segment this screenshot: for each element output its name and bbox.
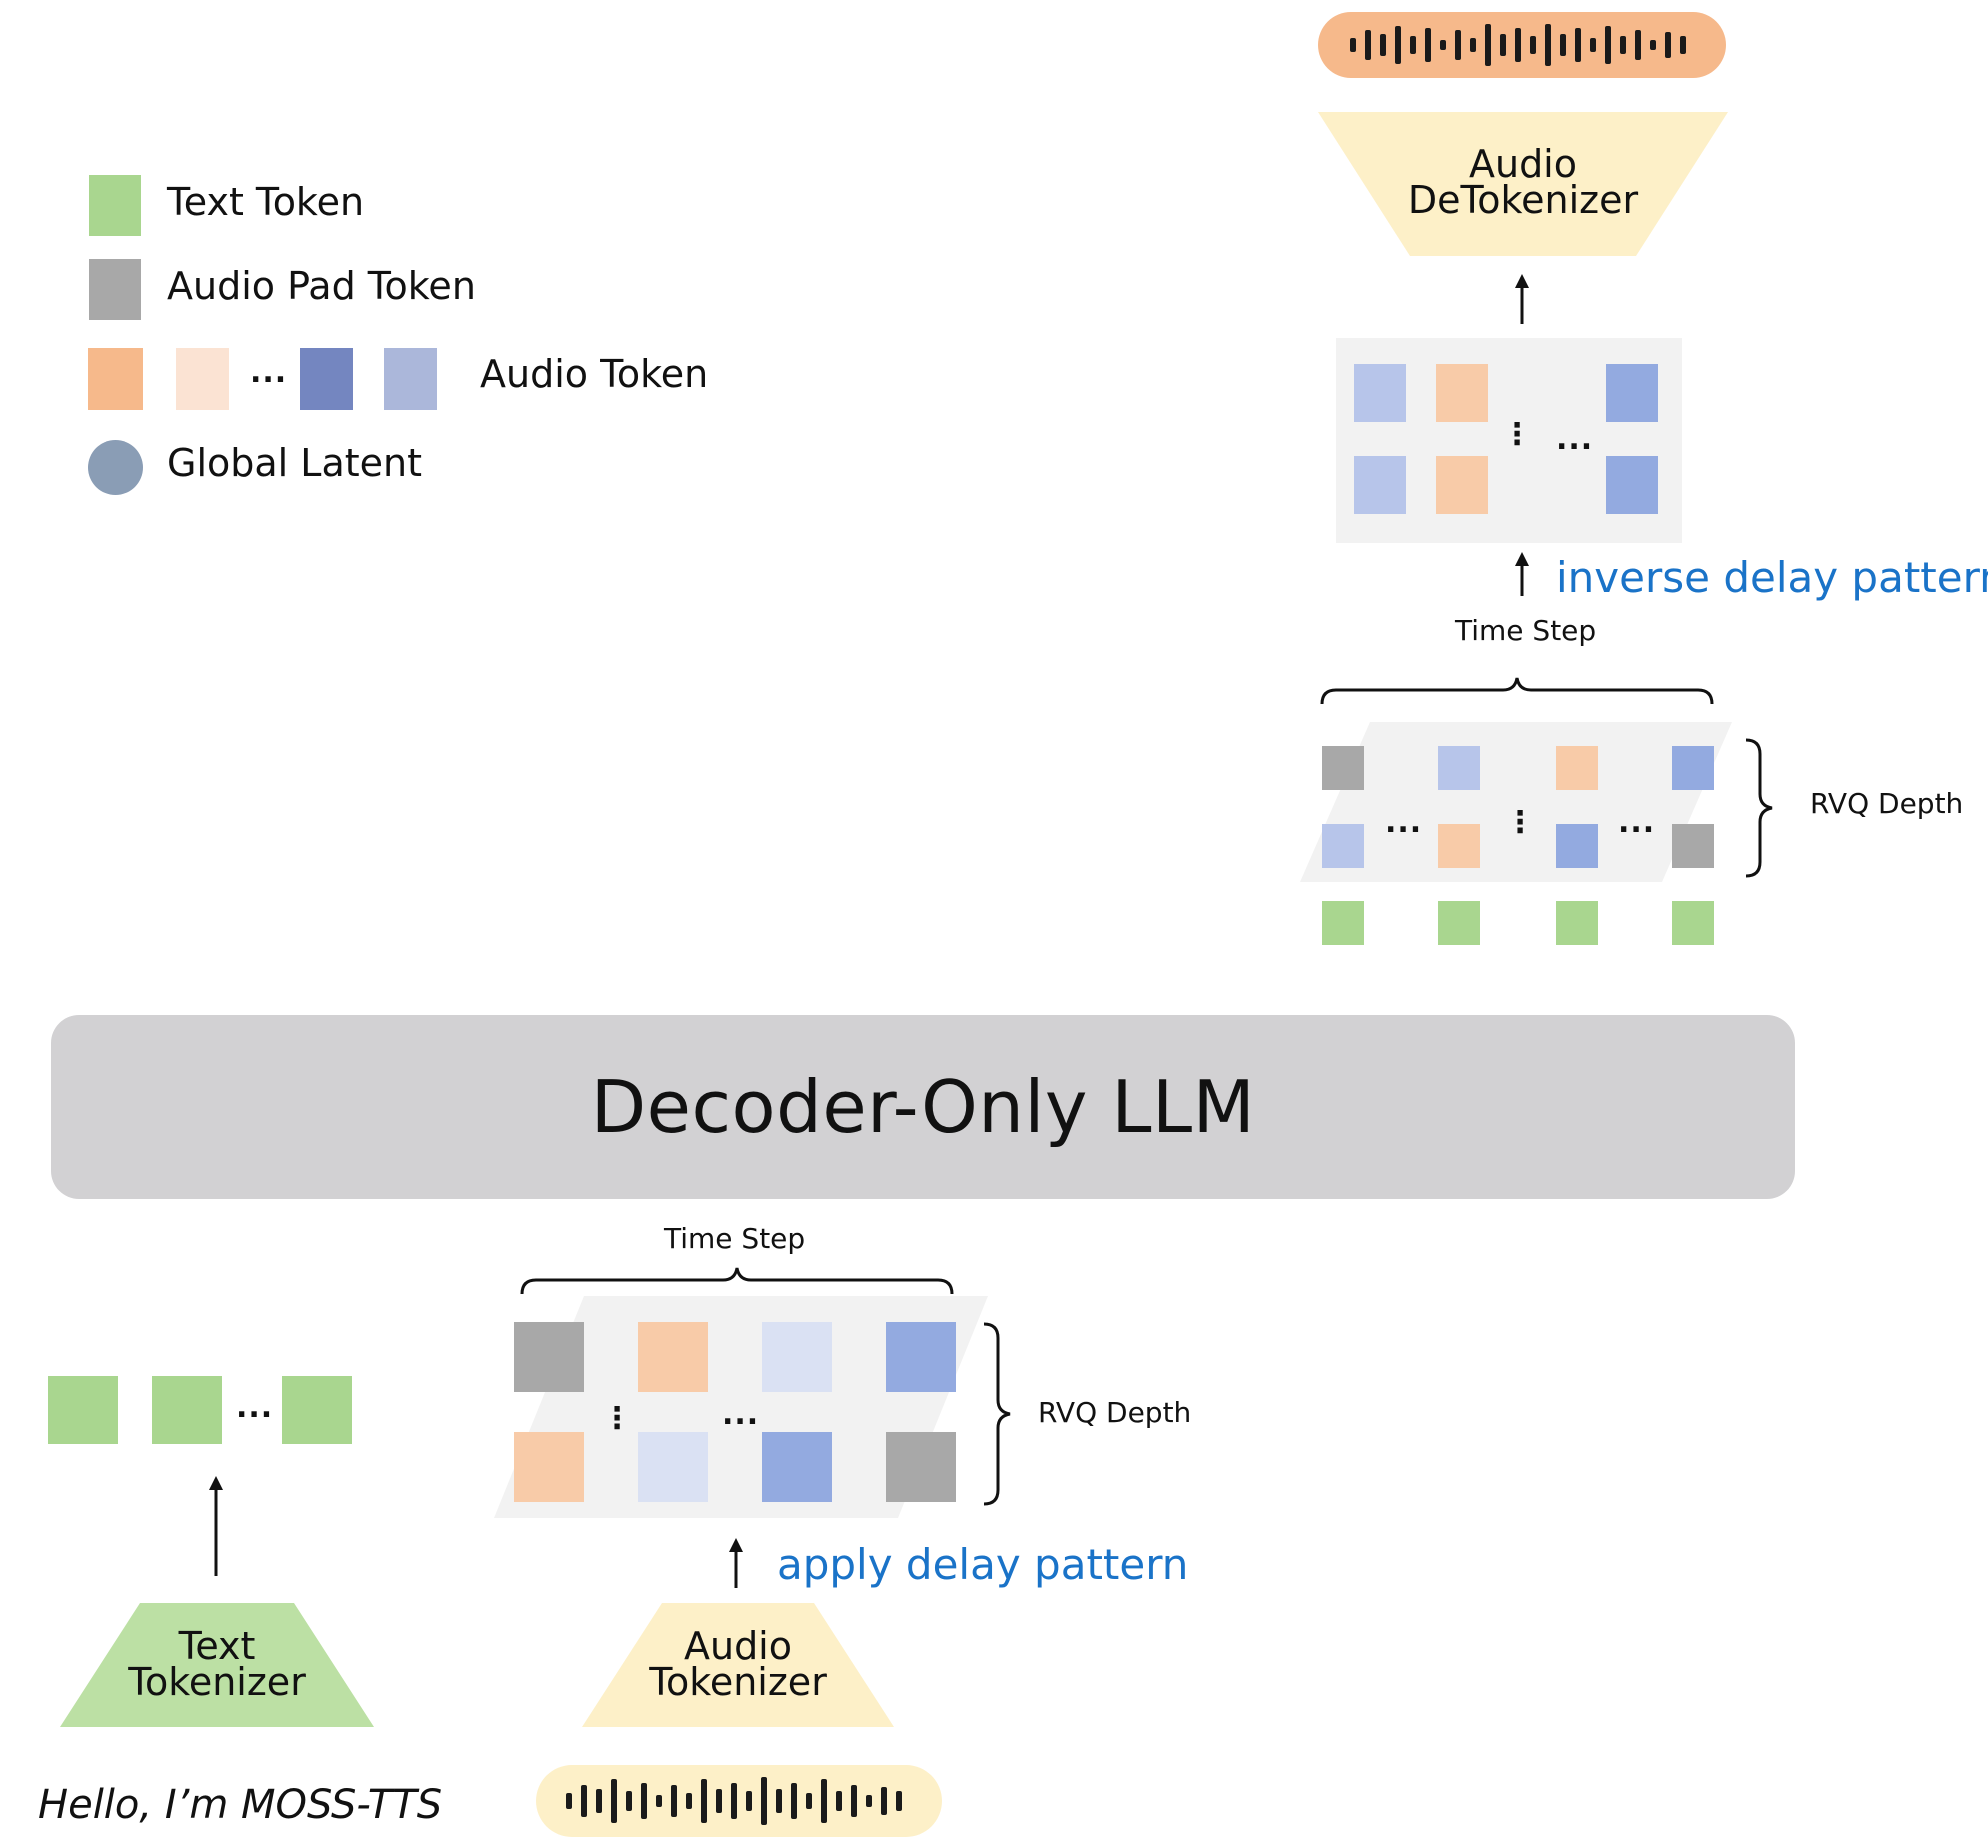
legend-audio-token-label: Audio Token — [480, 352, 709, 396]
bottom-delay-pad-8 — [886, 1432, 956, 1502]
input-text-hello: Hello, I’m MOSS-TTS — [38, 1782, 443, 1828]
legend-audio-swatch-orange — [88, 348, 143, 410]
top-delay-token-2 — [1438, 746, 1480, 790]
bottom-text-token-3 — [282, 1376, 352, 1444]
bottom-rvq-depth-brace — [983, 1322, 1011, 1506]
arrow-grid-to-detokenizer — [1515, 274, 1529, 324]
legend-global-latent-swatch — [88, 440, 143, 495]
text-tokenizer-label-1: Text — [178, 1624, 256, 1668]
legend-text-token-swatch — [89, 175, 141, 236]
arrow-text-tokenizer — [209, 1476, 223, 1576]
decoder-only-llm-block: Decoder-Only LLM — [51, 1015, 1795, 1199]
output-waveform-icon — [1350, 24, 1686, 66]
arrow-inverse-delay — [1515, 552, 1529, 596]
arrow-apply-delay — [729, 1538, 743, 1588]
bottom-delay-token-6 — [638, 1432, 708, 1502]
bottom-delayed-grid-bg — [494, 1296, 988, 1518]
legend-audio-pad-label: Audio Pad Token — [167, 264, 476, 308]
bottom-delay-pad-1 — [514, 1322, 584, 1392]
audio-detokenizer-label-2: DeTokenizer — [1407, 178, 1639, 222]
bottom-time-step-brace — [520, 1267, 954, 1295]
top-grid-vdots: ⋮ — [1502, 417, 1532, 452]
legend-audio-pad-swatch — [89, 259, 141, 320]
inverse-delay-pattern-label: inverse delay pattern — [1556, 553, 1988, 602]
top-delay-pad-1 — [1322, 746, 1364, 790]
bottom-delay-token-4 — [886, 1322, 956, 1392]
top-delay-token-7 — [1556, 824, 1598, 868]
audio-tokenizer-label-2: Tokenizer — [649, 1660, 827, 1704]
top-grid-token-2 — [1436, 364, 1488, 422]
bottom-delay-token-3 — [762, 1322, 832, 1392]
bottom-text-token-2 — [152, 1376, 222, 1444]
legend-ellipsis: ... — [250, 355, 288, 390]
top-delay-token-5 — [1322, 824, 1364, 868]
bottom-rvq-depth-label: RVQ Depth — [1038, 1396, 1192, 1429]
top-time-step-label: Time Step — [1455, 614, 1597, 647]
text-tokenizer-shape — [60, 1603, 374, 1727]
top-delay-pad-8 — [1672, 824, 1714, 868]
input-waveform-pill — [536, 1765, 942, 1837]
top-grid-token-5 — [1436, 456, 1488, 514]
input-waveform-icon — [566, 1777, 902, 1825]
top-grid-token-3 — [1606, 364, 1658, 422]
top-grid-token-6 — [1606, 456, 1658, 514]
audio-tokenizer-label-1: Audio — [683, 1624, 792, 1668]
top-delay-token-4 — [1672, 746, 1714, 790]
legend-audio-swatch-peach — [176, 348, 229, 410]
bottom-delay-token-7 — [762, 1432, 832, 1502]
top-delay-token-6 — [1438, 824, 1480, 868]
legend-text-token-label: Text Token — [167, 180, 365, 224]
bottom-time-step-label: Time Step — [664, 1222, 806, 1255]
top-rvq-depth-brace — [1745, 738, 1773, 878]
decoder-only-llm-label: Decoder-Only LLM — [590, 1065, 1256, 1149]
top-text-token-3 — [1556, 901, 1598, 945]
top-delay-token-3 — [1556, 746, 1598, 790]
top-grid-hdots: ... — [1556, 422, 1594, 457]
legend-audio-swatch-periwinkle — [384, 348, 437, 410]
top-delay-hdots-2: ... — [1618, 805, 1656, 840]
audio-detokenizer-shape — [1318, 112, 1728, 256]
apply-delay-pattern-label: apply delay pattern — [777, 1540, 1189, 1589]
top-grid-token-1 — [1354, 364, 1406, 422]
top-rvq-depth-label: RVQ Depth — [1810, 787, 1964, 820]
top-delay-hdots-1: ... — [1385, 805, 1423, 840]
bottom-delay-token-5 — [514, 1432, 584, 1502]
output-waveform-pill — [1318, 12, 1726, 78]
top-grid-token-4 — [1354, 456, 1406, 514]
top-delayed-grid-bg — [1300, 722, 1732, 882]
audio-tokenizer-shape — [582, 1603, 894, 1727]
bottom-delay-token-2 — [638, 1322, 708, 1392]
top-text-token-1 — [1322, 901, 1364, 945]
legend-audio-swatch-navy — [300, 348, 353, 410]
legend-global-latent-label: Global Latent — [167, 441, 423, 485]
bottom-text-token-1 — [48, 1376, 118, 1444]
top-text-token-2 — [1438, 901, 1480, 945]
text-tokenizer-label-2: Tokenizer — [128, 1660, 306, 1704]
bottom-text-hdots: ... — [236, 1390, 274, 1425]
top-time-step-brace — [1320, 677, 1714, 705]
audio-detokenizer-label-1: Audio — [1468, 142, 1577, 186]
bottom-delay-hdots: ... — [722, 1397, 760, 1432]
bottom-delay-vdots: ⋮ — [602, 1401, 632, 1436]
top-delay-vdots: ⋮ — [1505, 805, 1535, 840]
top-text-token-4 — [1672, 901, 1714, 945]
